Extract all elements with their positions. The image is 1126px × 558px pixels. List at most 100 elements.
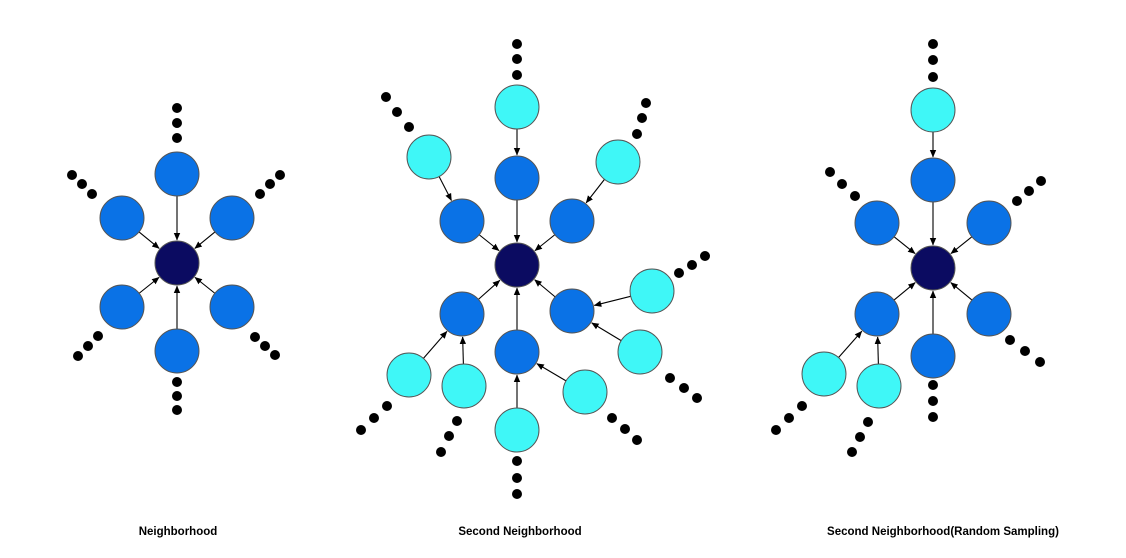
edge-arrow (459, 336, 467, 365)
ellipsis-dot (93, 331, 103, 341)
ellipsis-dot (67, 170, 77, 180)
ellipsis-dot (260, 341, 270, 351)
second-neighbor-node (441, 363, 487, 409)
ellipsis-dots (255, 170, 285, 199)
edge-arrow (893, 282, 916, 301)
ellipsis-dot (172, 377, 182, 387)
edge-arrow (950, 236, 973, 255)
center-node (494, 242, 540, 288)
ellipsis-dots (607, 413, 642, 445)
first-neighbor-node (154, 151, 200, 197)
ellipsis-dot (512, 39, 522, 49)
ellipsis-dot (641, 98, 651, 108)
ellipsis-dot (172, 103, 182, 113)
first-neighbor-node (209, 284, 255, 330)
panel-second-neighborhood-random (771, 39, 1046, 457)
ellipsis-dot (928, 396, 938, 406)
ellipsis-dots (771, 401, 807, 435)
ellipsis-dot (452, 416, 462, 426)
first-neighbor-node (154, 328, 200, 374)
ellipsis-dot (797, 401, 807, 411)
ellipsis-dot (855, 432, 865, 442)
edge-arrow (593, 295, 631, 307)
center-node (154, 240, 200, 286)
ellipsis-dot (436, 447, 446, 457)
ellipsis-dot (928, 380, 938, 390)
ellipsis-dot (172, 133, 182, 143)
ellipsis-dot (771, 425, 781, 435)
ellipsis-dot (632, 435, 642, 445)
ellipsis-dot (369, 413, 379, 423)
ellipsis-dot (444, 431, 454, 441)
ellipsis-dot (863, 417, 873, 427)
ellipsis-dot (632, 129, 642, 139)
ellipsis-dot (404, 122, 414, 132)
ellipsis-dot (1024, 186, 1034, 196)
ellipsis-dots (665, 373, 702, 403)
ellipsis-dots (356, 401, 392, 435)
ellipsis-dot (928, 412, 938, 422)
first-neighbor-node (910, 333, 956, 379)
second-neighbor-node (386, 352, 432, 398)
ellipsis-dot (928, 55, 938, 65)
ellipsis-dots (172, 377, 182, 415)
ellipsis-dot (255, 189, 265, 199)
ellipsis-dot (250, 332, 260, 342)
edge-arrow (423, 330, 448, 359)
second-neighbor-node (494, 407, 540, 453)
ellipsis-dots (381, 92, 414, 132)
ellipsis-dot (265, 179, 275, 189)
ellipsis-dot (1005, 335, 1015, 345)
edge-arrow (194, 276, 216, 294)
ellipsis-dot (850, 191, 860, 201)
ellipsis-dot (172, 391, 182, 401)
ellipsis-dot (620, 424, 630, 434)
first-neighbor-node (549, 198, 595, 244)
second-neighbor-node (406, 134, 452, 180)
ellipsis-dot (665, 373, 675, 383)
ellipsis-dot (512, 54, 522, 64)
ellipsis-dot (382, 401, 392, 411)
ellipsis-dot (356, 425, 366, 435)
ellipsis-dot (837, 179, 847, 189)
first-neighbor-node (439, 291, 485, 337)
first-neighbor-node (966, 291, 1012, 337)
ellipsis-dot (1012, 196, 1022, 206)
edge-arrow (534, 234, 556, 252)
edge-arrow (536, 363, 567, 382)
ellipsis-dots (1005, 335, 1045, 367)
second-neighbor-node (494, 84, 540, 130)
ellipsis-dots (825, 167, 860, 201)
first-neighbor-node (494, 155, 540, 201)
first-neighbor-node (549, 288, 595, 334)
ellipsis-dot (83, 341, 93, 351)
ellipsis-dots (928, 39, 938, 82)
ellipsis-dot (512, 489, 522, 499)
ellipsis-dots (67, 170, 97, 199)
ellipsis-dot (1020, 346, 1030, 356)
second-neighbor-node (910, 87, 956, 133)
first-neighbor-node (966, 200, 1012, 246)
ellipsis-dots (436, 416, 462, 457)
first-neighbor-node (439, 198, 485, 244)
first-neighbor-node (99, 284, 145, 330)
panel-second-neighborhood (356, 39, 710, 499)
ellipsis-dots (172, 103, 182, 143)
ellipsis-dot (172, 405, 182, 415)
ellipsis-dots (250, 332, 280, 360)
edge-arrow (838, 330, 863, 358)
ellipsis-dot (1035, 357, 1045, 367)
center-node (910, 245, 956, 291)
ellipsis-dot (512, 473, 522, 483)
ellipsis-dot (847, 447, 857, 457)
second-neighbor-node (562, 369, 608, 415)
first-neighbor-node (910, 157, 956, 203)
ellipsis-dot (172, 118, 182, 128)
ellipsis-dots (512, 456, 522, 499)
ellipsis-dot (928, 72, 938, 82)
first-neighbor-node (209, 195, 255, 241)
edge-arrow (478, 234, 500, 252)
ellipsis-dot (381, 92, 391, 102)
first-neighbor-node (854, 200, 900, 246)
